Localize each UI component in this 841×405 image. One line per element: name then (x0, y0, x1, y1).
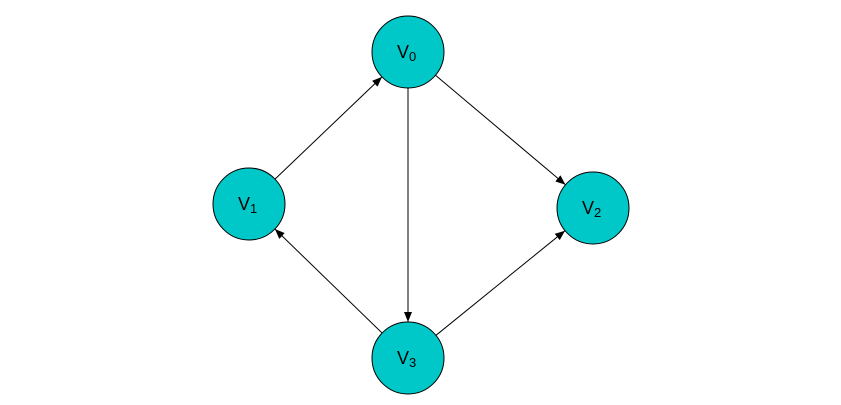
edges-layer (274, 74, 566, 336)
node-label-main: V (397, 42, 409, 62)
edge-v0-v2 (435, 74, 566, 186)
node-circle-v0 (371, 15, 445, 89)
node-v0: V0 (371, 15, 445, 89)
node-label-subscript: 1 (250, 201, 257, 216)
node-label-main: V (238, 194, 250, 214)
edge-line-v1-v0 (274, 76, 383, 180)
node-label-main: V (582, 198, 594, 218)
node-circle-v1 (212, 167, 286, 241)
node-label-subscript: 3 (409, 355, 416, 370)
node-label-v3: V3 (397, 348, 416, 370)
edge-v3-v2 (435, 230, 566, 336)
node-label-v2: V2 (582, 198, 601, 220)
edge-line-v3-v2 (435, 230, 566, 336)
node-label-v0: V0 (397, 42, 416, 64)
node-label-main: V (397, 348, 409, 368)
node-v3: V3 (371, 321, 445, 395)
node-v2: V2 (556, 171, 630, 245)
edge-line-v3-v1 (274, 228, 383, 334)
node-label-subscript: 2 (594, 205, 601, 220)
node-label-v1: V1 (238, 194, 257, 216)
node-v1: V1 (212, 167, 286, 241)
node-label-subscript: 0 (409, 49, 416, 64)
edge-v3-v1 (274, 228, 383, 334)
edge-v1-v0 (274, 76, 383, 180)
node-circle-v3 (371, 321, 445, 395)
node-circle-v2 (556, 171, 630, 245)
edge-line-v0-v2 (435, 74, 566, 186)
